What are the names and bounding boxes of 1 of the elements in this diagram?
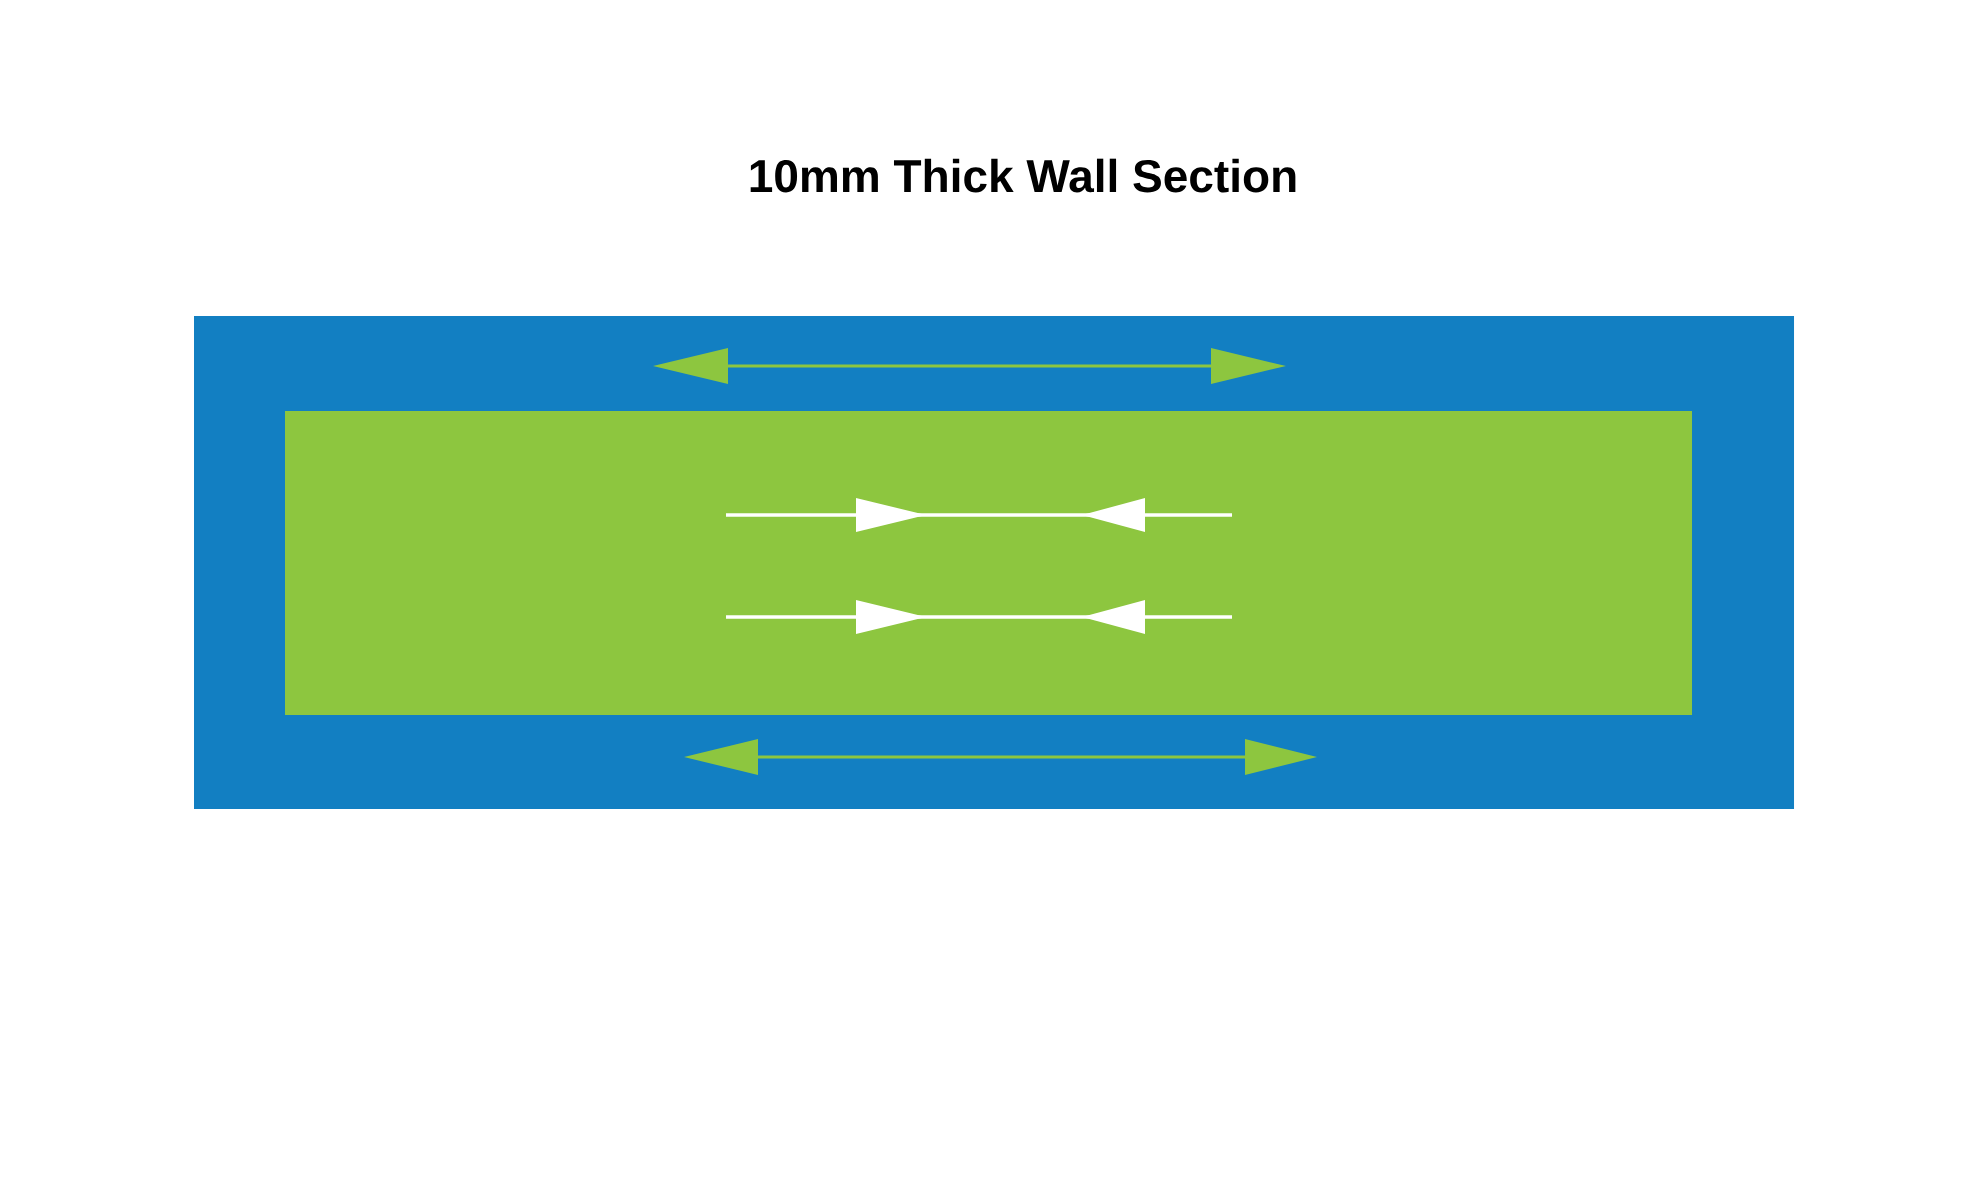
title: 10mm Thick Wall Section	[750, 158, 1296, 193]
